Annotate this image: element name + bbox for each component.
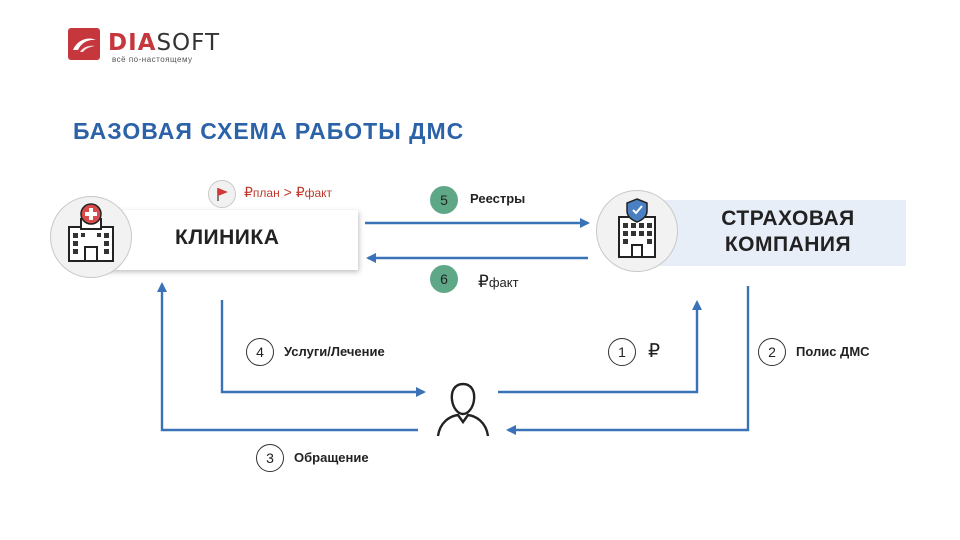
clinic-label: КЛИНИКА <box>175 226 280 249</box>
step-6-sub: факт <box>488 275 519 290</box>
logo-name-part2: SOFT <box>156 30 221 56</box>
step-label-1: ₽ <box>648 341 661 362</box>
fact-label: факт <box>304 186 333 200</box>
diasoft-logo-mark <box>68 28 100 60</box>
step-label-6: ₽факт <box>478 272 519 292</box>
insurer-label: СТРАХОВАЯ КОМПАНИЯ <box>688 206 888 258</box>
plan-label: план <box>252 186 280 200</box>
step-badge-1: 1 <box>608 338 636 366</box>
insurer-label-line1: СТРАХОВАЯ <box>721 207 855 230</box>
arrow-premium <box>498 300 702 394</box>
arrow-request <box>157 282 418 432</box>
insurer-icon-circle <box>596 190 678 272</box>
flag-icon <box>217 188 228 201</box>
clinic-icon-circle <box>50 196 132 278</box>
logo-tagline: всё по-настоящему <box>112 55 193 64</box>
insurer-box <box>640 200 906 266</box>
clinic-box <box>100 210 358 270</box>
step-badge-3: 3 <box>256 444 284 472</box>
page-title: БАЗОВАЯ СХЕМА РАБОТЫ ДМС <box>73 118 465 144</box>
plan-gt: > <box>279 184 296 200</box>
logo-name: DIASOFT <box>108 30 220 56</box>
arrow-policy <box>506 286 750 435</box>
step-label-2: Полис ДМС <box>796 344 870 359</box>
step-badge-5: 5 <box>430 186 458 214</box>
step-6-rub: ₽ <box>478 272 489 291</box>
step-label-3: Обращение <box>294 450 369 465</box>
step-badge-6: 6 <box>430 265 458 293</box>
insurer-label-line2: КОМПАНИЯ <box>724 233 852 256</box>
plan-rub: ₽ <box>244 184 253 200</box>
step-label-4: Услуги/Лечение <box>284 344 385 359</box>
arrow-services <box>220 300 426 397</box>
insurance-building-icon <box>618 198 656 258</box>
logo-name-part1: DIA <box>108 30 157 56</box>
step-label-5: Реестры <box>470 191 526 206</box>
person-icon <box>434 378 492 438</box>
step-badge-4: 4 <box>246 338 274 366</box>
hospital-building-icon <box>68 203 114 262</box>
step-badge-2: 2 <box>758 338 786 366</box>
fact-rub: ₽ <box>295 184 305 200</box>
plan-exceeds-fact-note: ₽план > ₽факт <box>244 184 332 201</box>
flag-circle <box>208 180 236 208</box>
